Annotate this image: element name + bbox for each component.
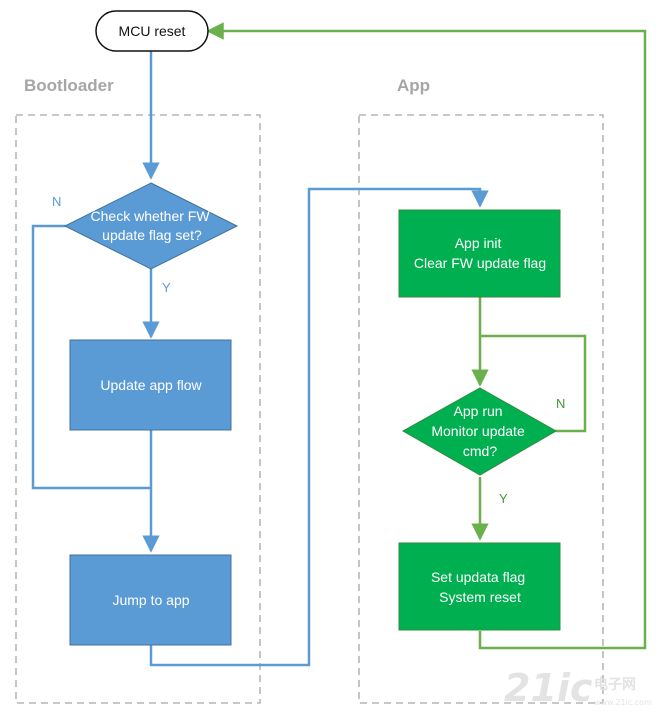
mcu-reset-node [95, 10, 209, 52]
app-section-title: App [397, 76, 430, 95]
set-flag-node [398, 542, 561, 631]
app-run-decision [401, 387, 558, 476]
run-yes-label: Y [499, 491, 508, 506]
app-init-label-line2: Clear FW update flag [414, 255, 546, 271]
set-flag-label-line1: Set updata flag [431, 569, 525, 585]
svg-text:Set updata flag System res: Set updata flag System reset [431, 569, 529, 605]
svg-text:Check whether FW update fl: Check whether FW update flag set? [91, 208, 214, 243]
app-section [358, 114, 604, 704]
set-flag-label-line2: System reset [439, 589, 521, 605]
update-app-label: Update app flow [100, 377, 202, 393]
svg-text:App init Clear FW update f: App init Clear FW update flag [414, 235, 546, 271]
svg-text:App run Monitor update: App run Monitor update cmd? [431, 403, 528, 459]
check-yes-label: Y [162, 280, 171, 295]
check-flag-decision [63, 182, 239, 270]
watermark-main: 21ic [504, 666, 593, 710]
watermark-url: www.21ic.com [594, 698, 652, 707]
edge-set-to-reset [206, 22, 647, 650]
jump-app-label: Jump to app [112, 592, 189, 608]
jump-app-node [69, 554, 232, 646]
app-run-label-line2: Monitor update [431, 423, 525, 439]
app-init-label-line1: App init [455, 235, 502, 251]
edge-jump-to-app-init [149, 187, 489, 667]
app-init-node [398, 209, 561, 298]
app-run-label-line3: cmd? [463, 443, 497, 459]
update-app-node [69, 339, 232, 431]
check-flag-label-line2: update flag set? [102, 227, 202, 243]
check-flag-label-line1: Check whether FW [91, 208, 211, 224]
bootloader-section [15, 114, 261, 704]
run-no-label: N [556, 396, 565, 411]
bootloader-section-title: Bootloader [24, 76, 114, 95]
watermark-logo: 21ic 电子网 www.21ic.com [504, 666, 652, 710]
mcu-reset-label: MCU reset [119, 23, 186, 39]
edge-check-no-bypass [31, 224, 151, 490]
watermark-cn: 电子网 [594, 676, 636, 693]
edge-run-no-loop [480, 334, 587, 433]
app-run-label-line1: App run [454, 403, 503, 419]
check-no-label: N [52, 194, 61, 209]
